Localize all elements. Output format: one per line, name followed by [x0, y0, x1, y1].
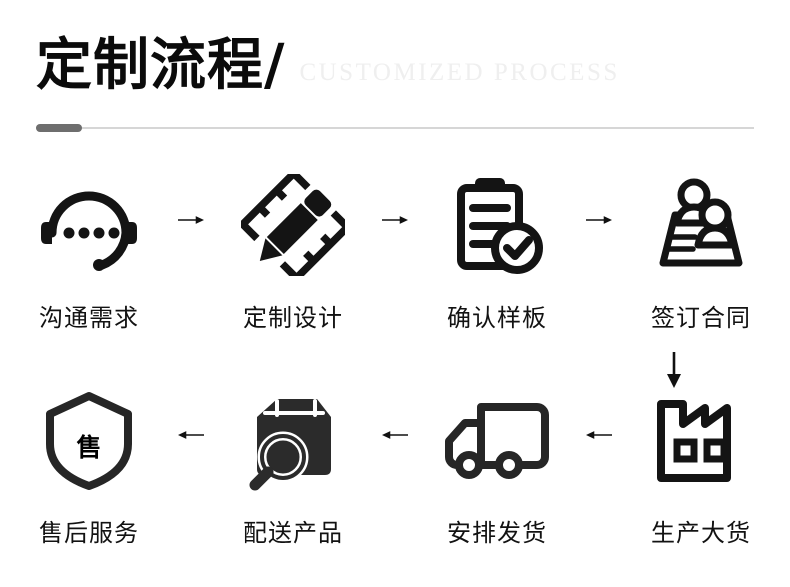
flow-step-arrange-shipping[interactable]: 安排发货	[408, 385, 586, 560]
flow-step-label: 安排发货	[447, 519, 547, 547]
flow-step-label: 签订合同	[651, 304, 751, 332]
page-subtitle: CUSTOMIZED PROCESS	[299, 59, 620, 86]
divider-accent	[36, 124, 82, 132]
arrow-right-1	[178, 170, 204, 350]
flow-step-communication[interactable]: 沟通需求	[0, 170, 178, 350]
arrow-left-1	[178, 385, 204, 560]
flow-row-1: 沟通需求	[0, 170, 790, 350]
flow-row-2: 售 售后服务	[0, 385, 790, 560]
flow-step-label: 生产大货	[651, 519, 751, 547]
flow-step-after-sales[interactable]: 售 售后服务	[0, 385, 178, 560]
arrow-right-2	[382, 170, 408, 350]
flow-step-contract[interactable]: 签订合同	[612, 170, 790, 350]
headset-icon	[29, 170, 149, 280]
arrow-right-3	[586, 170, 612, 350]
delivery-truck-icon	[437, 385, 557, 495]
shield-service-icon: 售	[29, 385, 149, 495]
divider-line	[36, 127, 754, 129]
flow-step-bulk-production[interactable]: 生产大货	[612, 385, 790, 560]
page-title: 定制流程/	[36, 33, 286, 98]
page-header: 定制流程/ CUSTOMIZED PROCESS	[0, 0, 790, 140]
shield-char: 售	[76, 433, 101, 462]
header-divider	[36, 124, 754, 132]
contract-signing-icon	[641, 170, 761, 280]
title-row: 定制流程/ CUSTOMIZED PROCESS	[36, 38, 620, 94]
flow-step-sample-confirm[interactable]: 确认样板	[408, 170, 586, 350]
flow-step-label: 配送产品	[243, 519, 343, 547]
arrow-down-connector	[661, 352, 687, 388]
flow-step-label: 确认样板	[447, 304, 547, 332]
factory-icon	[641, 385, 761, 495]
flow-step-design[interactable]: 定制设计	[204, 170, 382, 350]
flow-step-product-delivery[interactable]: 配送产品	[204, 385, 382, 560]
package-search-icon	[233, 385, 353, 495]
flow-step-label: 售后服务	[39, 519, 139, 547]
clipboard-check-icon	[437, 170, 557, 280]
arrow-left-2	[382, 385, 408, 560]
flow-step-label: 定制设计	[243, 304, 343, 332]
arrow-left-3	[586, 385, 612, 560]
pencil-ruler-icon	[233, 170, 353, 280]
flow-step-label: 沟通需求	[39, 304, 139, 332]
